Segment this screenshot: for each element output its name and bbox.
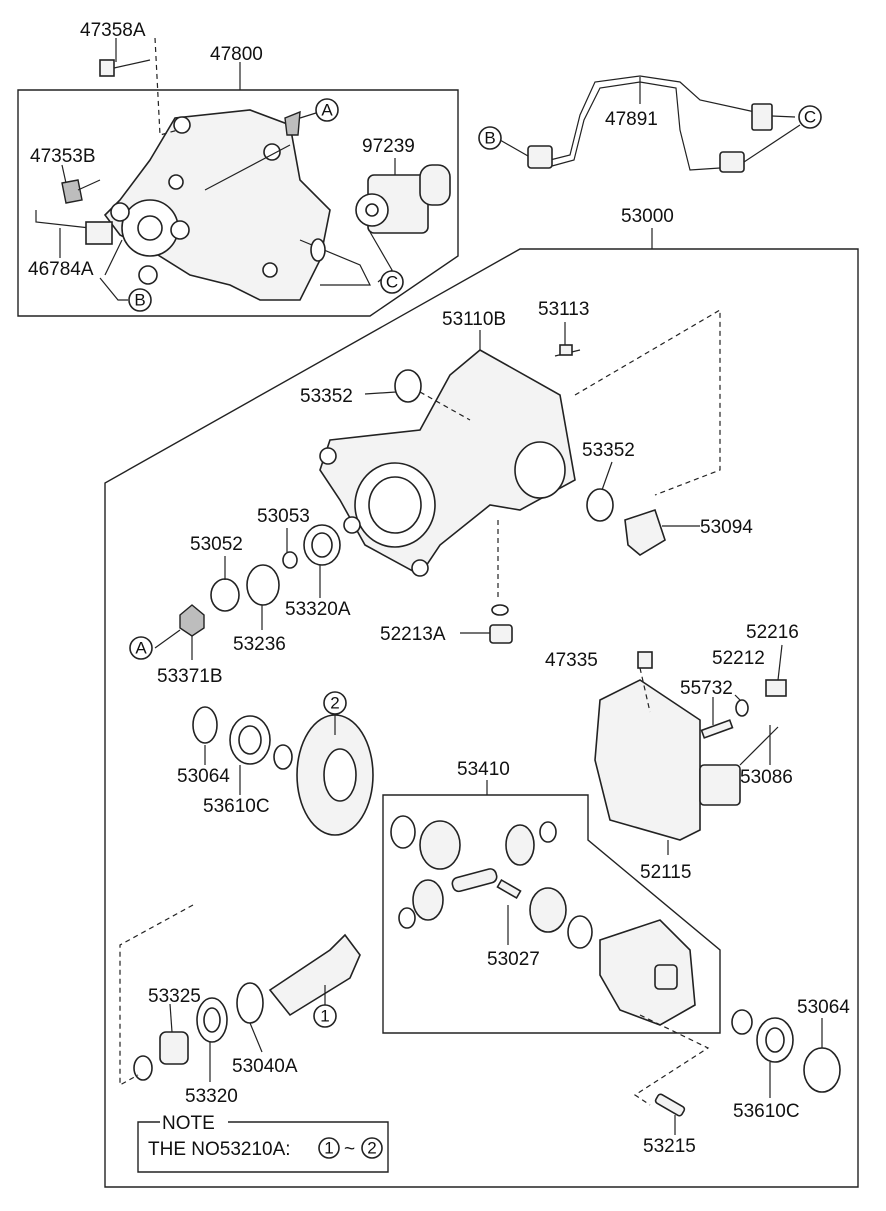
label-53094: 53094 <box>700 517 753 538</box>
label-52216: 52216 <box>746 622 799 643</box>
label-53410: 53410 <box>457 759 510 780</box>
label-53053: 53053 <box>257 506 310 527</box>
label-53320: 53320 <box>185 1086 238 1107</box>
label-53064-right: 53064 <box>797 997 850 1018</box>
diff-housing-drawing <box>319 349 576 577</box>
label-53610C-right: 53610C <box>733 1101 800 1122</box>
label-53352-top: 53352 <box>300 386 353 407</box>
ring-gear-drawing <box>192 706 374 836</box>
label-47800: 47800 <box>210 44 263 65</box>
actuator-97239-drawing <box>355 164 451 234</box>
note-range-start: 1 <box>324 1139 333 1158</box>
bearings-drawing <box>179 344 666 644</box>
note-title: NOTE <box>162 1113 215 1134</box>
label-53086: 53086 <box>740 767 793 788</box>
assembly-53000-frame <box>104 248 859 1188</box>
callout-c-left: C <box>386 273 398 292</box>
note-box: NOTE THE NO53210A: 1 ~ 2 <box>137 1113 389 1173</box>
callout-b-left: B <box>134 291 145 310</box>
part-labels: 47358A 47800 47353B 97239 46784A 47891 5… <box>28 20 850 1157</box>
label-53236: 53236 <box>233 634 286 655</box>
differential-gears-drawing <box>390 815 696 1026</box>
label-47358A: 47358A <box>80 20 146 41</box>
label-52212: 52212 <box>712 648 765 669</box>
label-47891: 47891 <box>605 109 658 130</box>
callout-2: 2 <box>330 694 339 713</box>
pinion-drawing <box>133 933 841 1117</box>
callout-b-right: B <box>484 129 495 148</box>
label-46784A: 46784A <box>28 259 94 280</box>
label-53325: 53325 <box>148 986 201 1007</box>
label-53215: 53215 <box>643 1136 696 1157</box>
label-53610C-left: 53610C <box>203 796 270 817</box>
callouts: A B C B C A 2 1 <box>128 98 822 1028</box>
callout-a-bottom: A <box>135 639 147 658</box>
label-53040A: 53040A <box>232 1056 298 1077</box>
label-47335: 47335 <box>545 650 598 671</box>
note-range-end: 2 <box>367 1139 376 1158</box>
label-53320A: 53320A <box>285 599 351 620</box>
label-53113: 53113 <box>538 299 589 320</box>
label-52115: 52115 <box>640 862 691 883</box>
transfer-case-drawing <box>35 59 371 301</box>
callout-1: 1 <box>320 1007 329 1026</box>
label-52213A: 52213A <box>380 624 446 645</box>
label-53110B: 53110B <box>442 309 506 330</box>
label-53000: 53000 <box>621 206 674 227</box>
label-53064-left: 53064 <box>177 766 230 787</box>
assembly-53410-frame <box>382 794 721 1034</box>
callout-a-top: A <box>321 101 333 120</box>
label-47353B: 47353B <box>30 146 96 167</box>
label-97239: 97239 <box>362 136 415 157</box>
label-55732: 55732 <box>680 678 733 699</box>
label-53027: 53027 <box>487 949 540 970</box>
cover-52115-drawing <box>594 651 787 841</box>
note-range-sep: ~ <box>344 1139 355 1160</box>
assembly-47800-frame <box>17 89 459 317</box>
note-text: THE NO53210A: <box>148 1139 291 1160</box>
label-53371B: 53371B <box>157 666 223 687</box>
callout-c-right: C <box>804 108 816 127</box>
label-53352-right: 53352 <box>582 440 635 461</box>
label-53052: 53052 <box>190 534 243 555</box>
